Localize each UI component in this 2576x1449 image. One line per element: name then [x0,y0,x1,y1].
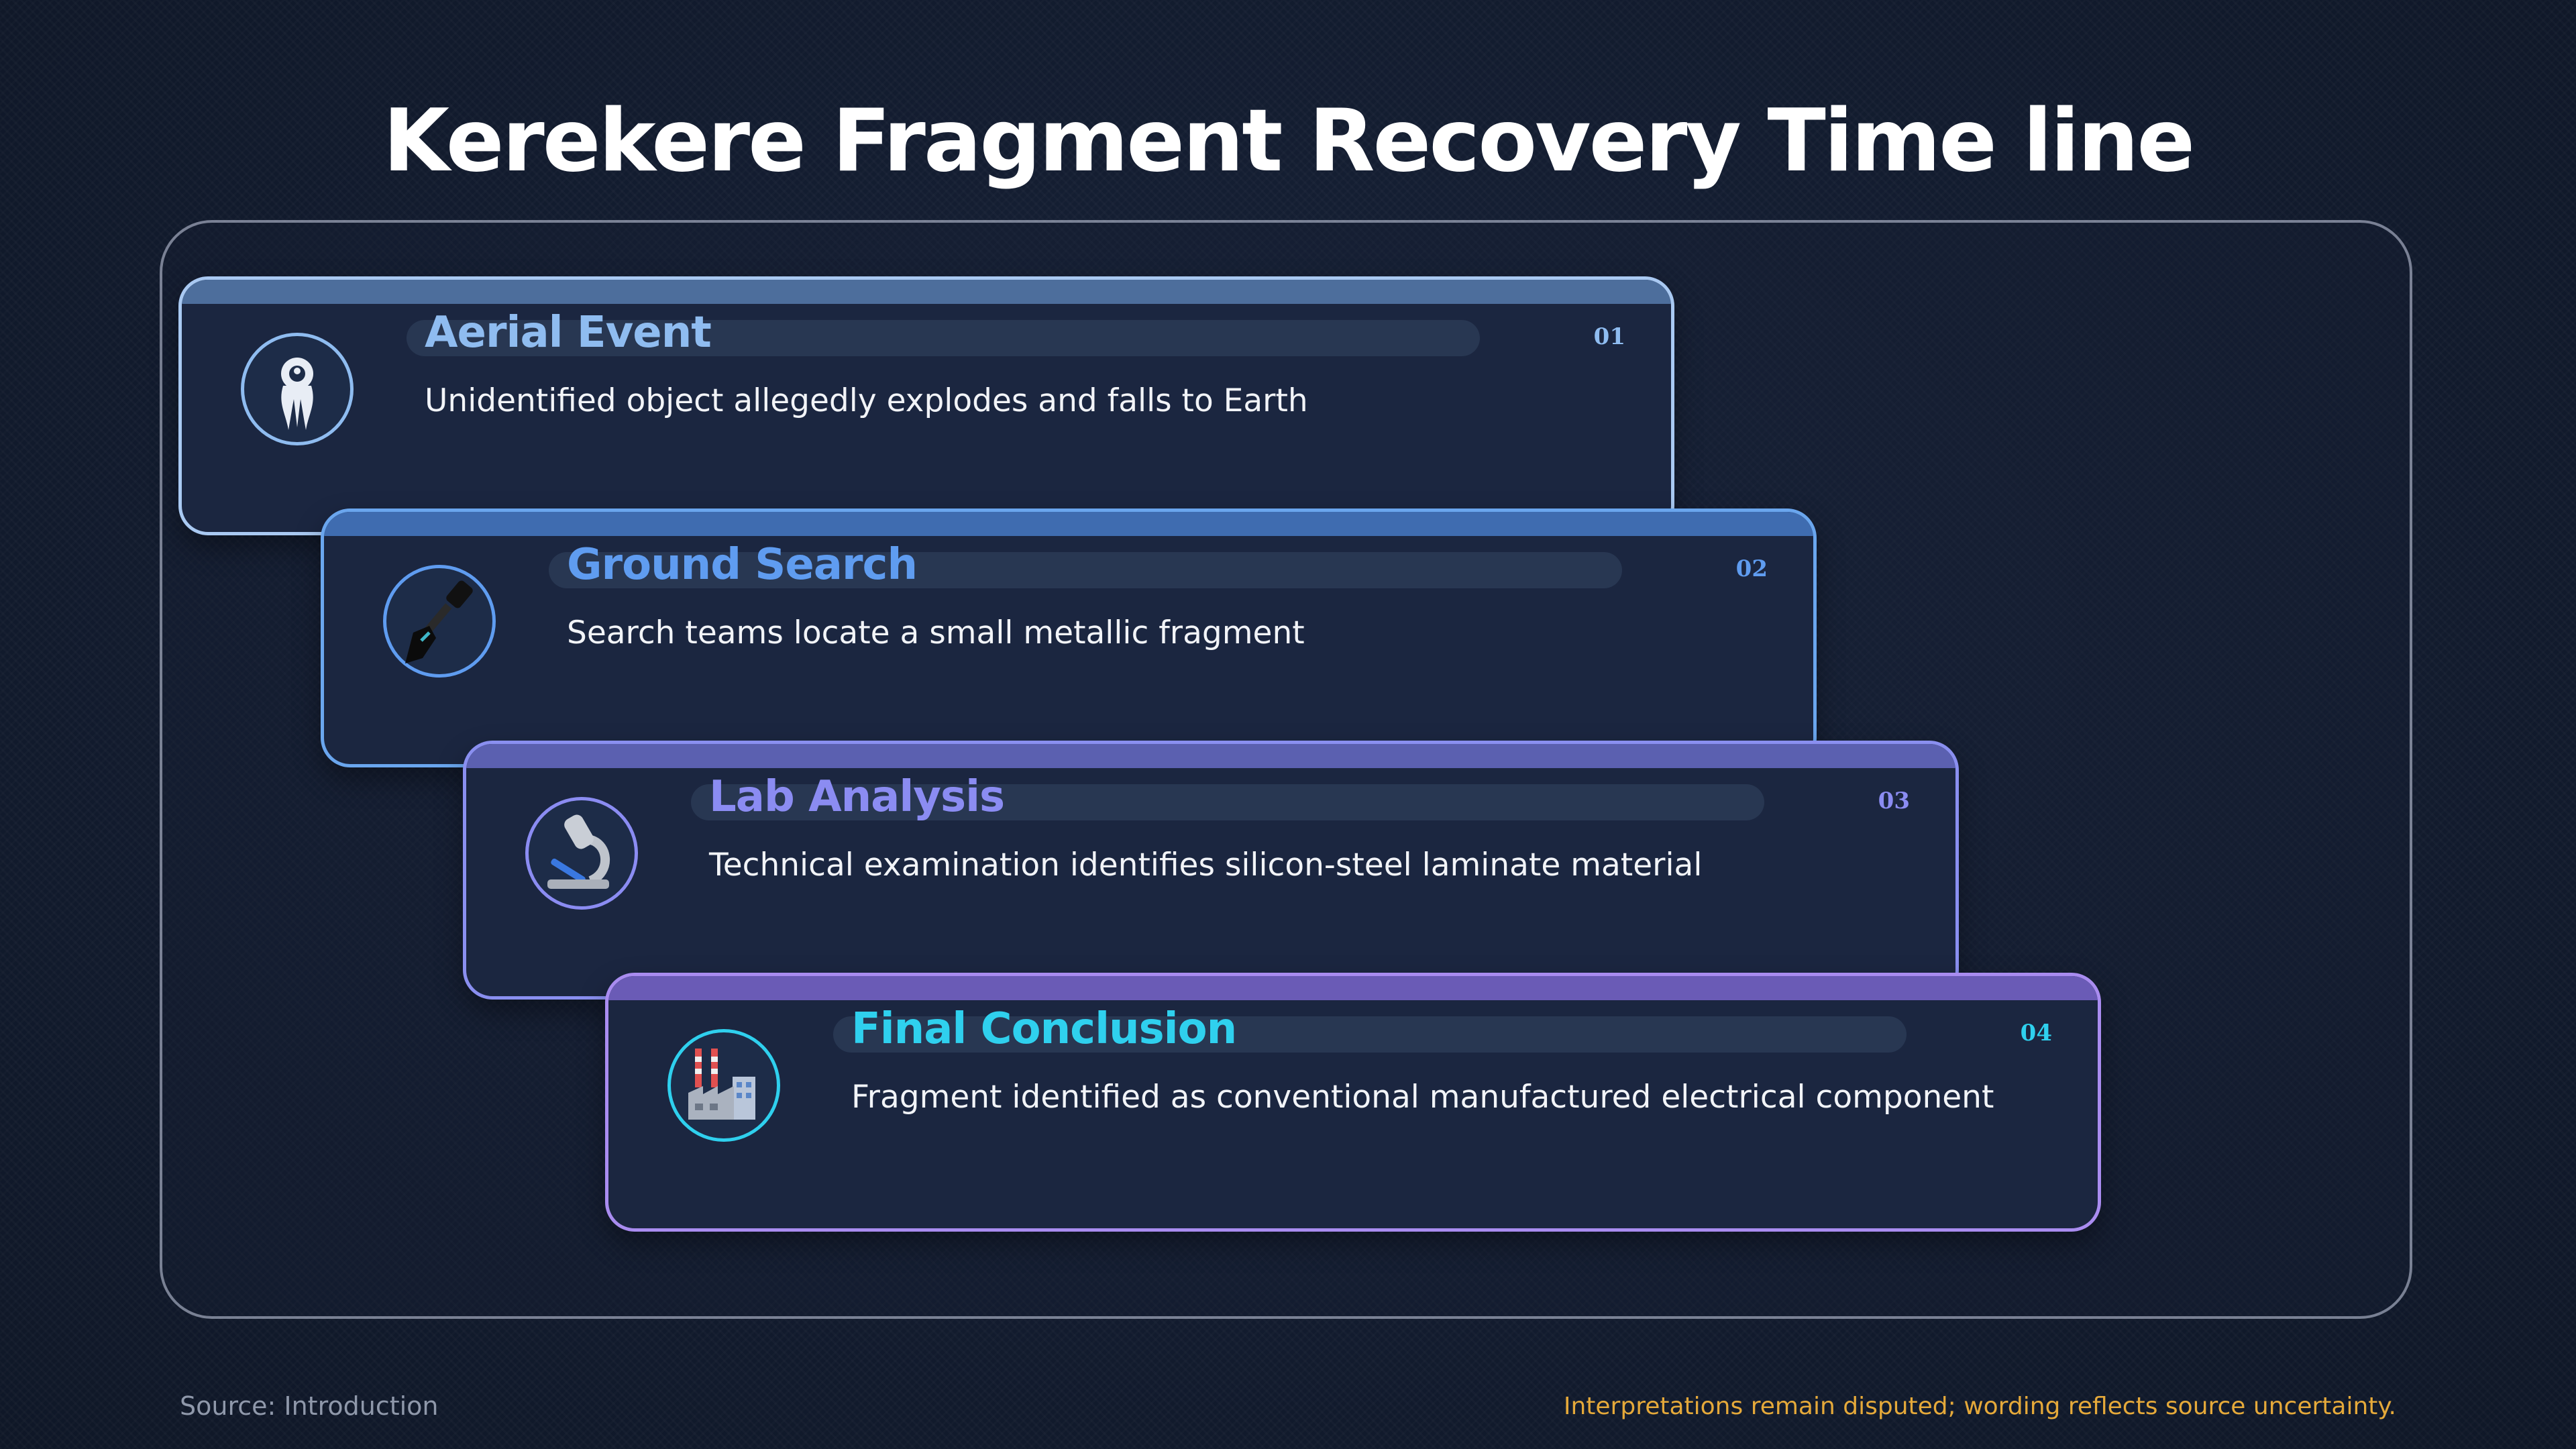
microscope-icon [547,814,610,889]
icon-badge [383,565,496,678]
comet-icon [281,358,313,430]
icon-badge [525,797,638,910]
step-number: 04 [2020,1020,2052,1046]
factory-icon [688,1049,755,1120]
source-note: Source: Introduction [180,1391,439,1421]
icon-badge [241,333,354,445]
timeline-card-ground-search: Ground Search 02 Search teams locate a s… [321,508,1817,767]
step-number: 02 [1735,555,1768,582]
timeline-card-lab-analysis: Lab Analysis 03 Technical examination id… [463,741,1959,1000]
icon-badge [667,1029,780,1142]
step-heading: Lab Analysis [709,772,1005,822]
step-description: Fragment identified as conventional manu… [851,1079,1994,1116]
step-heading: Ground Search [567,540,918,590]
step-number: 01 [1593,323,1625,350]
card-top-bar [608,976,2098,1000]
heading-pill [691,784,1764,820]
heading-pill [407,320,1480,356]
step-heading: Aerial Event [425,308,712,358]
heading-pill [549,552,1622,588]
step-description: Search teams locate a small metallic fra… [567,614,1305,651]
card-top-bar [182,280,1671,304]
card-top-bar [466,744,1955,768]
heading-pill [833,1016,1907,1053]
step-description: Technical examination identifies silicon… [709,847,1703,883]
step-heading: Final Conclusion [851,1004,1237,1054]
timeline-card-aerial-event: Aerial Event 01 Unidentified object alle… [178,276,1674,535]
timeline-card-final-conclusion: Final Conclusion 04 Fragment identified … [605,973,2101,1232]
disclaimer-note: Interpretations remain disputed; wording… [1563,1393,2396,1420]
shovel-icon [405,580,473,663]
step-description: Unidentified object allegedly explodes a… [425,382,1308,419]
card-top-bar [324,512,1813,536]
page-title: Kerekere Fragment Recovery Time line [382,91,2195,191]
step-number: 03 [1878,788,1910,814]
